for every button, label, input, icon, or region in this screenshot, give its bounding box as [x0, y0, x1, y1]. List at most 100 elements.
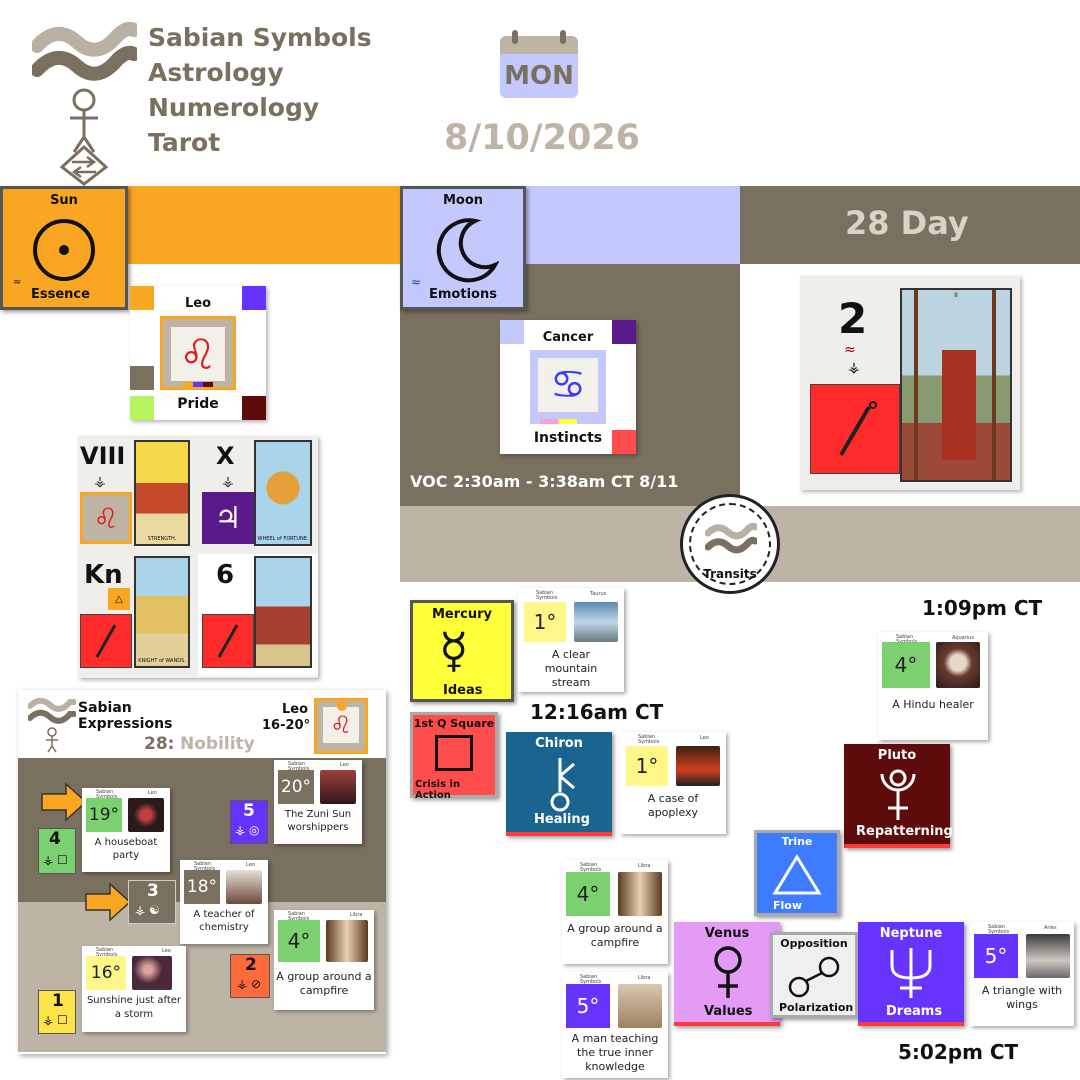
- expressions-brand-line: Expressions: [78, 716, 173, 732]
- chiron-tile[interactable]: Chiron Healing: [506, 732, 612, 836]
- transits-wheel[interactable]: Transits: [680, 494, 780, 594]
- number-symbol-icon: ⚶ ☐: [43, 853, 68, 867]
- expression-card[interactable]: Sabian Symbols Leo 19° A houseboat party: [82, 788, 170, 872]
- moon-title: Moon: [442, 193, 484, 208]
- venus-glyph-icon: [714, 946, 742, 998]
- number-badge: 1 ⚶ ☐: [38, 990, 76, 1034]
- mini-brand: Sabian Symbols: [96, 789, 118, 800]
- sign-mini-label: Leo: [340, 762, 349, 768]
- strength-card[interactable]: STRENGTH.: [134, 440, 190, 546]
- tarot-numeral: 6: [216, 560, 235, 590]
- venus-symbol-card-bottom[interactable]: Sabian Symbols Libra 5° A man teaching t…: [562, 972, 668, 1078]
- symbol-photo: [128, 798, 164, 832]
- opposition-glyph-icon: [788, 956, 840, 998]
- arrow-right-icon: [85, 882, 132, 922]
- fire-element-icon: △: [108, 588, 130, 610]
- chiron-symbol-card[interactable]: Sabian Symbols Leo 1° A case of apoplexy: [620, 732, 726, 834]
- number-badge: 5 ⚶ ◎: [230, 800, 268, 844]
- person-mini-icon: ⚶: [222, 474, 234, 490]
- knight-of-wands-card[interactable]: KNIGHT of WANDS.: [134, 556, 190, 668]
- cancer-label: Cancer: [542, 330, 594, 345]
- trine-aspect-tile[interactable]: Trine Flow: [754, 830, 840, 916]
- expressions-range: 16-20°: [262, 718, 311, 733]
- expression-card[interactable]: Sabian Symbols Leo 16° Sunshine just aft…: [82, 946, 186, 1032]
- sabian-mini-icon: ≈: [844, 342, 856, 358]
- mini-brand: Sabian Symbols: [536, 590, 558, 601]
- two-of-wands-card[interactable]: II: [900, 288, 1012, 482]
- degree-badge: 1°: [626, 746, 668, 786]
- neptune-glyph-icon: [890, 948, 932, 998]
- moon-tile[interactable]: Moon ≈ Emotions: [400, 186, 526, 310]
- calendar-icon: MON: [500, 30, 580, 100]
- chiron-title: Chiron: [535, 736, 583, 751]
- card-numeral: II: [954, 292, 958, 299]
- leo-mini-tile: ♌: [314, 698, 368, 754]
- day-label: 28 Day: [845, 204, 969, 242]
- venus-tile[interactable]: Venus Values: [674, 922, 780, 1026]
- sabian-mini-icon: ≈: [411, 275, 422, 289]
- sign-mini-label: Taurus: [590, 591, 607, 597]
- square-aspect-tile[interactable]: 1st Q Square Crisis in Action: [410, 712, 498, 801]
- degree-badge: 20°: [278, 770, 314, 804]
- sign-mini-label: Libra: [638, 863, 651, 869]
- transits-label: Transits: [703, 567, 757, 581]
- pluto-title: Pluto: [877, 748, 917, 763]
- neptune-symbol-card[interactable]: Sabian Symbols Aries 5° A triangle with …: [970, 922, 1074, 1026]
- day-card[interactable]: 2 ≈ ⚶ II: [800, 276, 1020, 490]
- cancer-sign-card[interactable]: Cancer ♋ Instincts: [500, 320, 636, 454]
- expression-card[interactable]: Sabian Symbols Libra 4° A group around a…: [274, 910, 374, 1010]
- expression-card[interactable]: Sabian Symbols Leo 20° The Zuni Sun wors…: [274, 760, 362, 844]
- pluto-tile[interactable]: Pluto Repatterning: [844, 744, 953, 848]
- neptune-title: Neptune: [879, 926, 943, 941]
- sun-tile[interactable]: Sun ≈ Essence: [0, 186, 128, 310]
- trine-title: Trine: [781, 835, 813, 848]
- symbol-caption: A group around a campfire: [567, 922, 663, 949]
- symbol-caption: Sunshine just after a storm: [86, 995, 182, 1020]
- wand-tile: [810, 384, 900, 474]
- hindu-symbol-card[interactable]: Sabian Symbols Aquarius 4° A Hindu heale…: [878, 632, 988, 740]
- symbol-photo: [618, 872, 662, 916]
- expressions-sign: Leo: [282, 702, 309, 717]
- sabian-mini-icon: ≈: [13, 277, 22, 288]
- sabian-wave-logo-icon: [30, 21, 141, 186]
- wand-tile: [80, 614, 132, 668]
- sign-mini-label: Libra: [350, 912, 363, 918]
- venus-symbol-card-top[interactable]: Sabian Symbols Libra 4° A group around a…: [562, 860, 668, 964]
- six-of-wands-card[interactable]: [254, 556, 312, 668]
- degree-badge: 4°: [882, 642, 930, 688]
- moon-subtitle: Emotions: [429, 287, 497, 302]
- symbol-photo: [226, 870, 262, 904]
- cancer-keyword: Instincts: [533, 430, 603, 446]
- opposition-title: Opposition: [780, 937, 848, 950]
- mini-brand: Sabian Symbols: [580, 974, 602, 985]
- neptune-tile[interactable]: Neptune Dreams: [858, 922, 964, 1026]
- badge-number: 5: [243, 801, 255, 821]
- square-glyph-icon: [435, 735, 473, 771]
- degree-badge: 1°: [524, 602, 566, 642]
- expression-card[interactable]: Sabian Symbols Leo 18° A teacher of chem…: [180, 860, 268, 944]
- cancer-glyph-icon: ♋: [538, 358, 598, 412]
- mercury-tile[interactable]: Mercury ☿ Ideas: [410, 600, 514, 702]
- wheel-card[interactable]: WHEEL of FORTUNE.: [254, 440, 312, 546]
- symbol-caption: A clear mountain stream: [544, 648, 598, 689]
- symbol-photo: [132, 956, 172, 990]
- symbol-photo: [618, 984, 662, 1028]
- mercury-symbol-card[interactable]: Sabian Symbols Taurus 1° A clear mountai…: [518, 588, 624, 692]
- symbol-photo: [676, 746, 720, 786]
- pluto-glyph-icon: [880, 769, 916, 820]
- leo-label: Leo: [184, 296, 212, 311]
- badge-number: 2: [245, 955, 257, 975]
- square-subtitle: Crisis in Action: [415, 779, 461, 801]
- opposition-aspect-tile[interactable]: Opposition Polarization: [770, 932, 858, 1018]
- sign-mini-label: Leo: [246, 862, 255, 868]
- trine-glyph-icon: [772, 854, 822, 895]
- leo-sign-card[interactable]: Leo ♌ Pride: [130, 286, 266, 420]
- symbol-caption: A group around a campfire: [276, 970, 372, 997]
- sign-mini-label: Leo: [148, 790, 157, 796]
- brand-line: Tarot: [148, 128, 221, 157]
- leo-small-tile: ♌: [80, 492, 132, 544]
- tarot-numeral: X: [216, 442, 235, 470]
- expressions-day-number: 28:: [144, 734, 175, 754]
- chiron-glyph-icon: [550, 758, 575, 812]
- number-badge: 2 ⚶ ⊘: [230, 954, 270, 998]
